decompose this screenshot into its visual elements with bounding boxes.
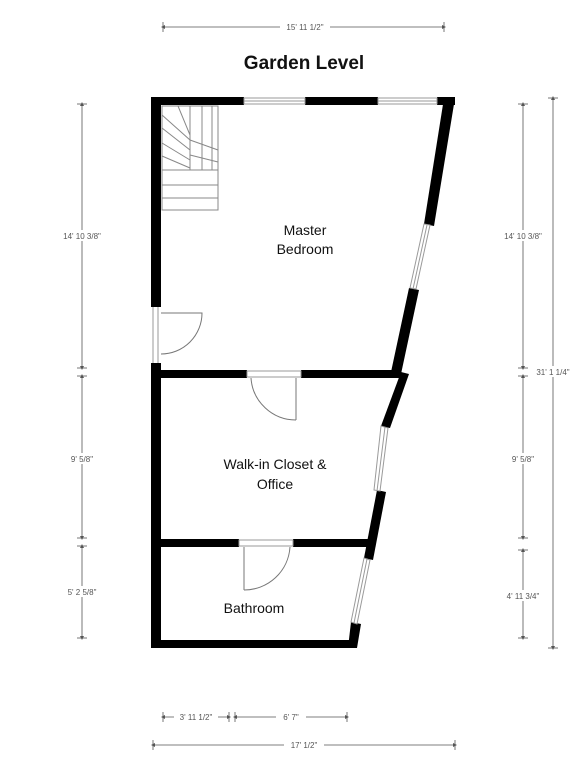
room-label-closet-line2: Office xyxy=(257,476,294,492)
dim-bottom-left: 3' 11 1/2" xyxy=(180,713,213,722)
dim-left-bottom: 5' 2 5/8" xyxy=(68,588,97,597)
staircase xyxy=(161,105,219,211)
wall-closet-bath-left xyxy=(161,539,239,547)
windows xyxy=(243,97,438,625)
left-wall-lower xyxy=(151,363,161,648)
wall-bedroom-closet-left xyxy=(161,370,247,378)
dim-top-width: 15' 11 1/2" xyxy=(286,23,323,32)
room-label-bathroom: Bathroom xyxy=(224,600,285,616)
dim-left-mid: 9' 5/8" xyxy=(71,455,93,464)
room-label-master-line1: Master xyxy=(284,222,327,238)
room-label-closet-line1: Walk-in Closet & xyxy=(224,456,328,472)
plan-title: Garden Level xyxy=(244,53,364,74)
left-door xyxy=(152,307,203,363)
wall-closet-bath-right xyxy=(293,539,369,547)
left-wall-upper xyxy=(151,97,161,307)
right-wall-seg-3 xyxy=(381,372,409,428)
door-bedroom-closet xyxy=(246,370,302,421)
dim-bottom-total: 17' 1/2" xyxy=(291,741,318,750)
bottom-wall xyxy=(151,640,357,648)
wall-bedroom-closet-right xyxy=(301,370,401,378)
door-closet-bathroom xyxy=(238,539,294,591)
dim-bottom-mid: 6' 7" xyxy=(283,713,299,722)
right-wall-seg-2 xyxy=(391,288,419,374)
dim-right-bottom: 4' 11 3/4" xyxy=(507,592,540,601)
top-wall-mid xyxy=(305,97,378,105)
dim-right-top: 14' 10 3/8" xyxy=(504,232,542,241)
dim-right-mid: 9' 5/8" xyxy=(512,455,534,464)
dim-right-total: 31' 1 1/4" xyxy=(536,368,569,377)
walls xyxy=(151,97,455,648)
right-wall-seg-1 xyxy=(424,98,455,226)
top-wall-left xyxy=(151,97,244,105)
right-wall-seg-5 xyxy=(348,622,361,648)
dim-left-top: 14' 10 3/8" xyxy=(63,232,101,241)
room-label-master-line2: Bedroom xyxy=(277,241,334,257)
right-wall-seg-4 xyxy=(364,490,386,560)
